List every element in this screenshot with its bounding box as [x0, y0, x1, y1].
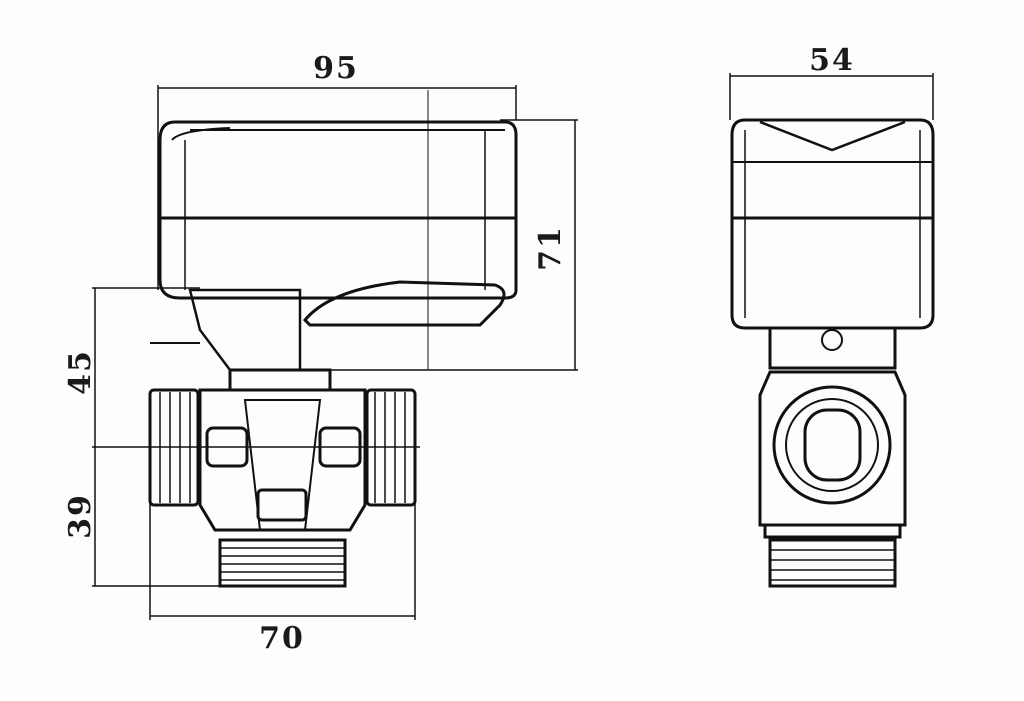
actuator-housing — [150, 120, 518, 372]
dim-front-width: 95 — [313, 51, 359, 86]
dim-body-width: 70 — [259, 621, 305, 656]
dim-upper-body: 45 — [63, 349, 98, 395]
side-dimension-lines — [729, 73, 934, 120]
side-actuator — [730, 118, 935, 370]
dim-side-width: 54 — [809, 43, 855, 78]
side-valve-body — [758, 370, 907, 588]
dimension-lines — [92, 85, 578, 620]
front-view: 95 71 45 39 70 — [63, 51, 578, 656]
dim-lower-body: 39 — [63, 493, 98, 539]
valve-body — [148, 368, 417, 588]
side-view: 54 — [729, 43, 935, 588]
dim-front-height: 71 — [533, 225, 568, 271]
